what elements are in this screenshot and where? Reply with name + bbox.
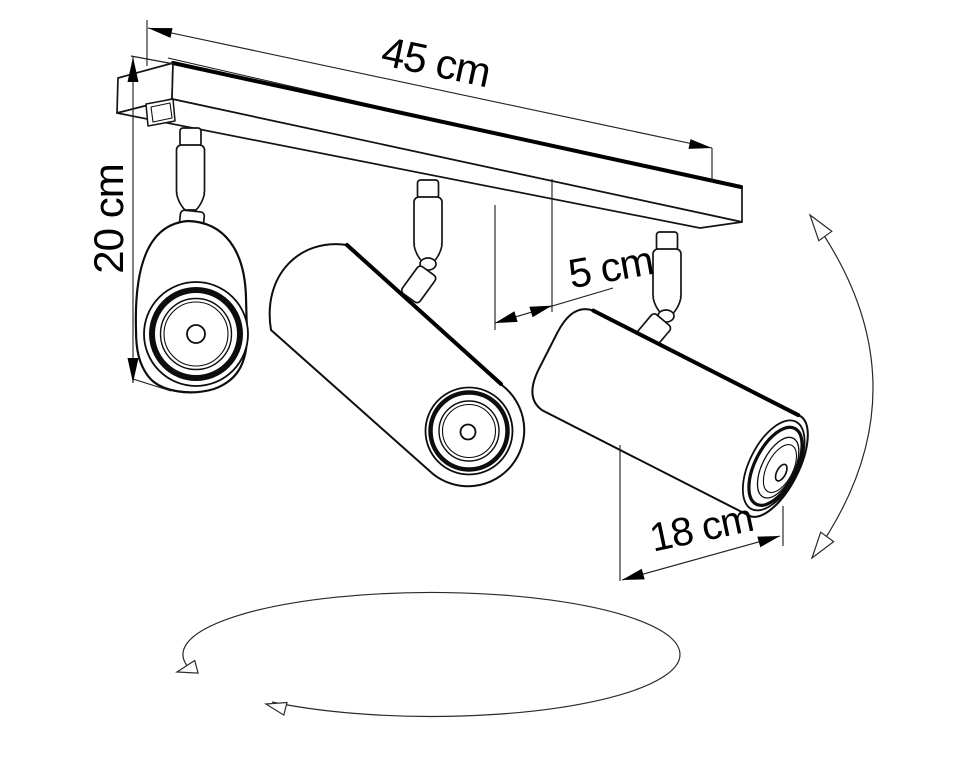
lens-inner-ring xyxy=(756,436,800,499)
stem-body xyxy=(175,144,206,197)
swivel-joint-middle xyxy=(400,265,437,304)
extension-line-bottom xyxy=(132,378,172,392)
tilt-arc xyxy=(809,214,874,559)
pan-ellipse-arc xyxy=(182,591,681,718)
lens-inner-ring-2 xyxy=(762,444,798,494)
lens-inner-ring-2 xyxy=(441,403,497,459)
pan-arrowhead-left xyxy=(175,659,199,674)
tilt-arrowhead-top xyxy=(808,213,833,242)
lens-center-hole xyxy=(459,423,477,441)
rail-top-edge-bold xyxy=(171,61,743,189)
spotlight-middle-top-edge-bold xyxy=(345,243,503,386)
lens-right xyxy=(741,419,806,512)
lens-inner-ring-2 xyxy=(163,301,229,367)
arrowhead-left xyxy=(622,568,645,580)
dimension-20cm xyxy=(127,57,172,392)
dimension-label-45cm: 45 cm xyxy=(378,27,495,96)
spotlight-right xyxy=(531,308,809,518)
tilt-arrowhead-bottom xyxy=(810,531,835,560)
lens-inner-ring xyxy=(159,297,233,371)
arrowhead-top xyxy=(127,57,139,82)
dimension-label-20cm: 20 cm xyxy=(85,164,132,273)
dimension-label-5cm: 5 cm xyxy=(565,237,657,297)
lens-dark-ring xyxy=(149,287,243,381)
stem-collar xyxy=(416,179,440,199)
spotlight-left xyxy=(134,219,249,394)
ceiling-rail xyxy=(116,57,743,229)
rail-mounting-slot-inner xyxy=(150,102,173,123)
dimension-label-18cm: 18 cm xyxy=(646,496,757,561)
dimension-5cm xyxy=(494,179,614,330)
arrowhead-bottom xyxy=(127,358,139,383)
spotlight-right-body xyxy=(531,308,809,518)
arrowhead-right xyxy=(757,536,780,548)
stem-right xyxy=(632,231,682,354)
arrowhead-right xyxy=(529,305,552,318)
lens-middle xyxy=(424,386,514,476)
lens-center-hole xyxy=(774,463,788,482)
arrowhead-right xyxy=(688,139,712,149)
extension-line-corner xyxy=(130,55,175,65)
dimension-18cm xyxy=(619,445,784,581)
arrowhead-left xyxy=(495,311,518,323)
spotlight-middle xyxy=(268,243,526,488)
lens-dark-ring xyxy=(747,425,804,507)
lens-center-hole xyxy=(186,324,206,344)
arrowhead-left xyxy=(148,28,173,38)
dimension-line xyxy=(621,535,781,581)
stem-collar xyxy=(655,231,679,251)
pan-arrowhead-inner xyxy=(264,701,288,717)
lens-dark-ring xyxy=(428,390,510,472)
spotlight-right-top-edge-bold xyxy=(591,308,801,418)
lens-left xyxy=(143,281,249,387)
stem-body xyxy=(652,248,682,301)
pan-rotation-arrow xyxy=(175,591,681,718)
stem-taper xyxy=(175,192,206,211)
dimension-45cm xyxy=(130,20,713,182)
lens-rim xyxy=(424,386,514,476)
stem-collar xyxy=(179,127,202,147)
lens-inner-ring xyxy=(438,400,500,462)
dimension-line xyxy=(147,27,713,149)
stem-middle xyxy=(400,179,443,304)
lens-rim xyxy=(143,281,249,387)
tilt-rotation-arrow xyxy=(808,213,874,560)
stem-body xyxy=(413,196,443,249)
